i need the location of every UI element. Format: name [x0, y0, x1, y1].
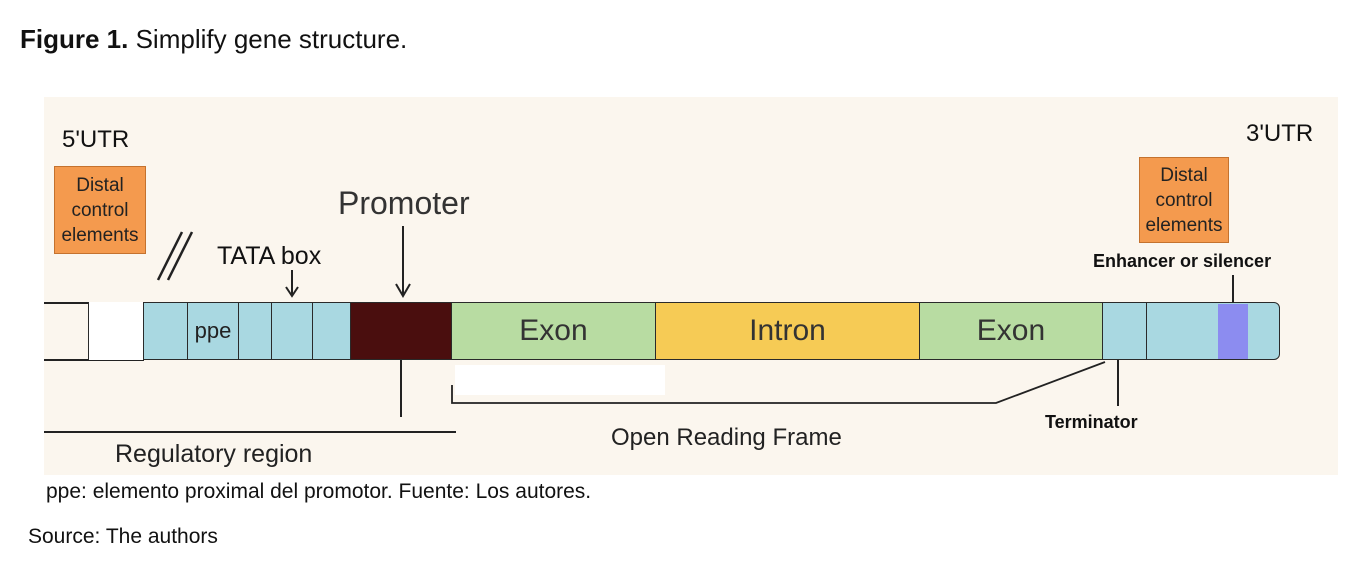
exon-2-label: Exon: [976, 314, 1046, 347]
distal-control-left: Distal control elements: [54, 166, 146, 254]
intron-label: Intron: [749, 314, 826, 347]
distal-left-line-2: control: [71, 199, 129, 221]
exon-block-1: Exon: [451, 302, 656, 360]
terminator-label: Terminator: [1045, 412, 1138, 432]
promoter-boundary-line: [400, 360, 402, 417]
figure-title: Simplify gene structure.: [135, 24, 408, 54]
exon-block-2: Exon: [919, 302, 1103, 360]
enhancer-silencer-block: [1218, 303, 1248, 359]
utr5-label: 5'UTR: [62, 126, 130, 153]
break-mark-icon: [156, 231, 194, 281]
regulatory-region-label: Regulatory region: [115, 440, 313, 468]
promoter-arrow-icon: [395, 226, 411, 298]
enhancer-silencer-label: Enhancer or silencer: [1093, 251, 1272, 271]
distal-left-line-1: Distal: [76, 174, 124, 196]
ppe-block: ppe: [187, 302, 239, 360]
distal-control-right: Distal control elements: [1139, 157, 1229, 243]
regulatory-block-1: [143, 302, 188, 360]
regulatory-block-3: [238, 302, 272, 360]
tata-box-block: [271, 302, 313, 360]
orf-label: Open Reading Frame: [611, 424, 842, 451]
utr3-label: 3'UTR: [1246, 120, 1314, 147]
source-note: Source: The authors: [28, 525, 218, 548]
blank-area: [455, 365, 665, 395]
terminator-pointer-line: [1117, 360, 1119, 406]
promoter-label: Promoter: [338, 185, 470, 221]
regulatory-region-line: [44, 431, 456, 433]
distal-right-line-3: elements: [1145, 214, 1223, 236]
upstream-white-segment: [88, 302, 144, 360]
ppe-label: ppe: [194, 318, 232, 343]
diagram-panel: [44, 97, 1338, 475]
figure-caption: Figure 1. Simplify gene structure.: [20, 24, 407, 55]
terminator-block: [1102, 302, 1147, 360]
orf-bracket-icon: [451, 361, 1106, 404]
distal-right-line-1: Distal: [1160, 164, 1208, 186]
tata-box-label: TATA box: [217, 242, 322, 270]
regulatory-block-5: [312, 302, 351, 360]
figure-number: Figure 1.: [20, 24, 129, 54]
exon-1-label: Exon: [519, 314, 588, 347]
tata-arrow-icon: [285, 270, 299, 298]
intron-block: Intron: [655, 302, 920, 360]
promoter-block: [350, 302, 452, 360]
distal-left-line-3: elements: [61, 224, 139, 246]
distal-right-line-2: control: [1155, 189, 1213, 211]
enhancer-pointer-line: [1232, 275, 1234, 303]
ppe-note: ppe: elemento proximal del promotor. Fue…: [46, 480, 592, 503]
downstream-block: [1146, 302, 1280, 360]
